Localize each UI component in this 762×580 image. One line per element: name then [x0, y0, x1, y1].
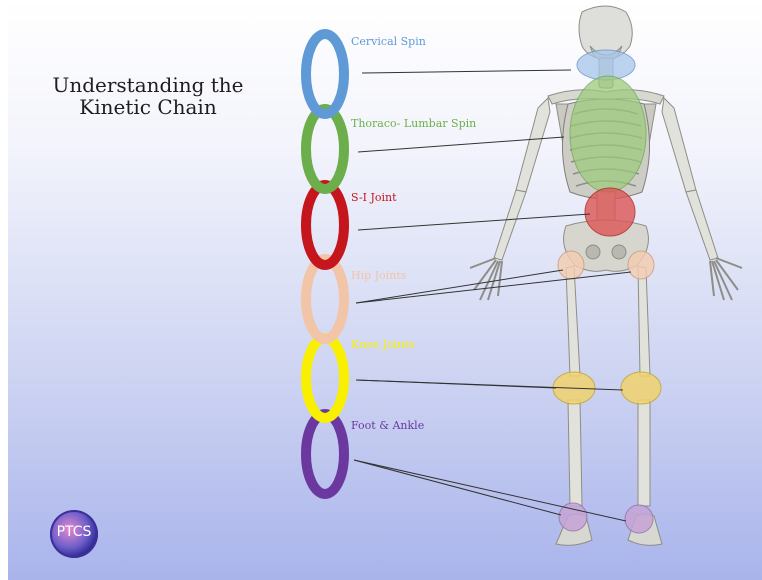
label-foot-ankle: Foot & Ankle — [351, 419, 424, 432]
right-femur — [638, 266, 650, 376]
chain-link-foot-ankle — [306, 414, 344, 494]
label-thoraco-lumbar-spin: Thoraco- Lumbar Spin — [351, 117, 476, 130]
label-hip-joints: Hip Joints — [351, 269, 406, 282]
si-joint-highlight — [585, 188, 635, 236]
left-tibia — [568, 400, 582, 506]
connector-ankle-left — [354, 460, 561, 515]
label-si-joint: S-I Joint — [351, 191, 397, 204]
chain-link-si-joint — [306, 185, 344, 265]
left-hip-highlight — [558, 251, 584, 279]
left-obturator — [586, 245, 600, 259]
logo-text: PTCS — [50, 524, 98, 540]
left-humerus — [516, 98, 550, 192]
right-humerus — [662, 98, 696, 192]
right-hand — [710, 258, 742, 300]
chain-link-thoraco-lumbar — [306, 109, 344, 189]
right-tibia — [638, 400, 650, 506]
kinetic-chain-diagram — [8, 0, 762, 580]
connector-ankle-right — [354, 460, 626, 521]
right-knee-highlight — [621, 372, 661, 404]
chain-link-knee-joints — [306, 338, 344, 418]
right-obturator — [612, 245, 626, 259]
right-forearm — [686, 190, 718, 260]
left-femur — [566, 266, 580, 376]
connector-si — [358, 214, 590, 230]
left-forearm — [494, 190, 526, 260]
chain-link-hip-joints — [306, 259, 344, 339]
label-knee-joints: Knee Joints — [351, 338, 415, 351]
left-hand — [470, 258, 502, 300]
right-hip-highlight — [628, 251, 654, 279]
chain — [306, 34, 344, 494]
label-cervical-spin: Cervical Spin — [351, 35, 426, 48]
thoracic-highlight — [570, 76, 646, 192]
cervical-highlight — [577, 50, 635, 80]
chain-link-cervical — [306, 34, 344, 114]
connector-cervical — [362, 70, 571, 73]
ptcs-logo: PTCS — [50, 510, 98, 558]
slide: Understanding the Kinetic Chain — [8, 0, 762, 580]
right-ankle-highlight — [625, 505, 653, 533]
